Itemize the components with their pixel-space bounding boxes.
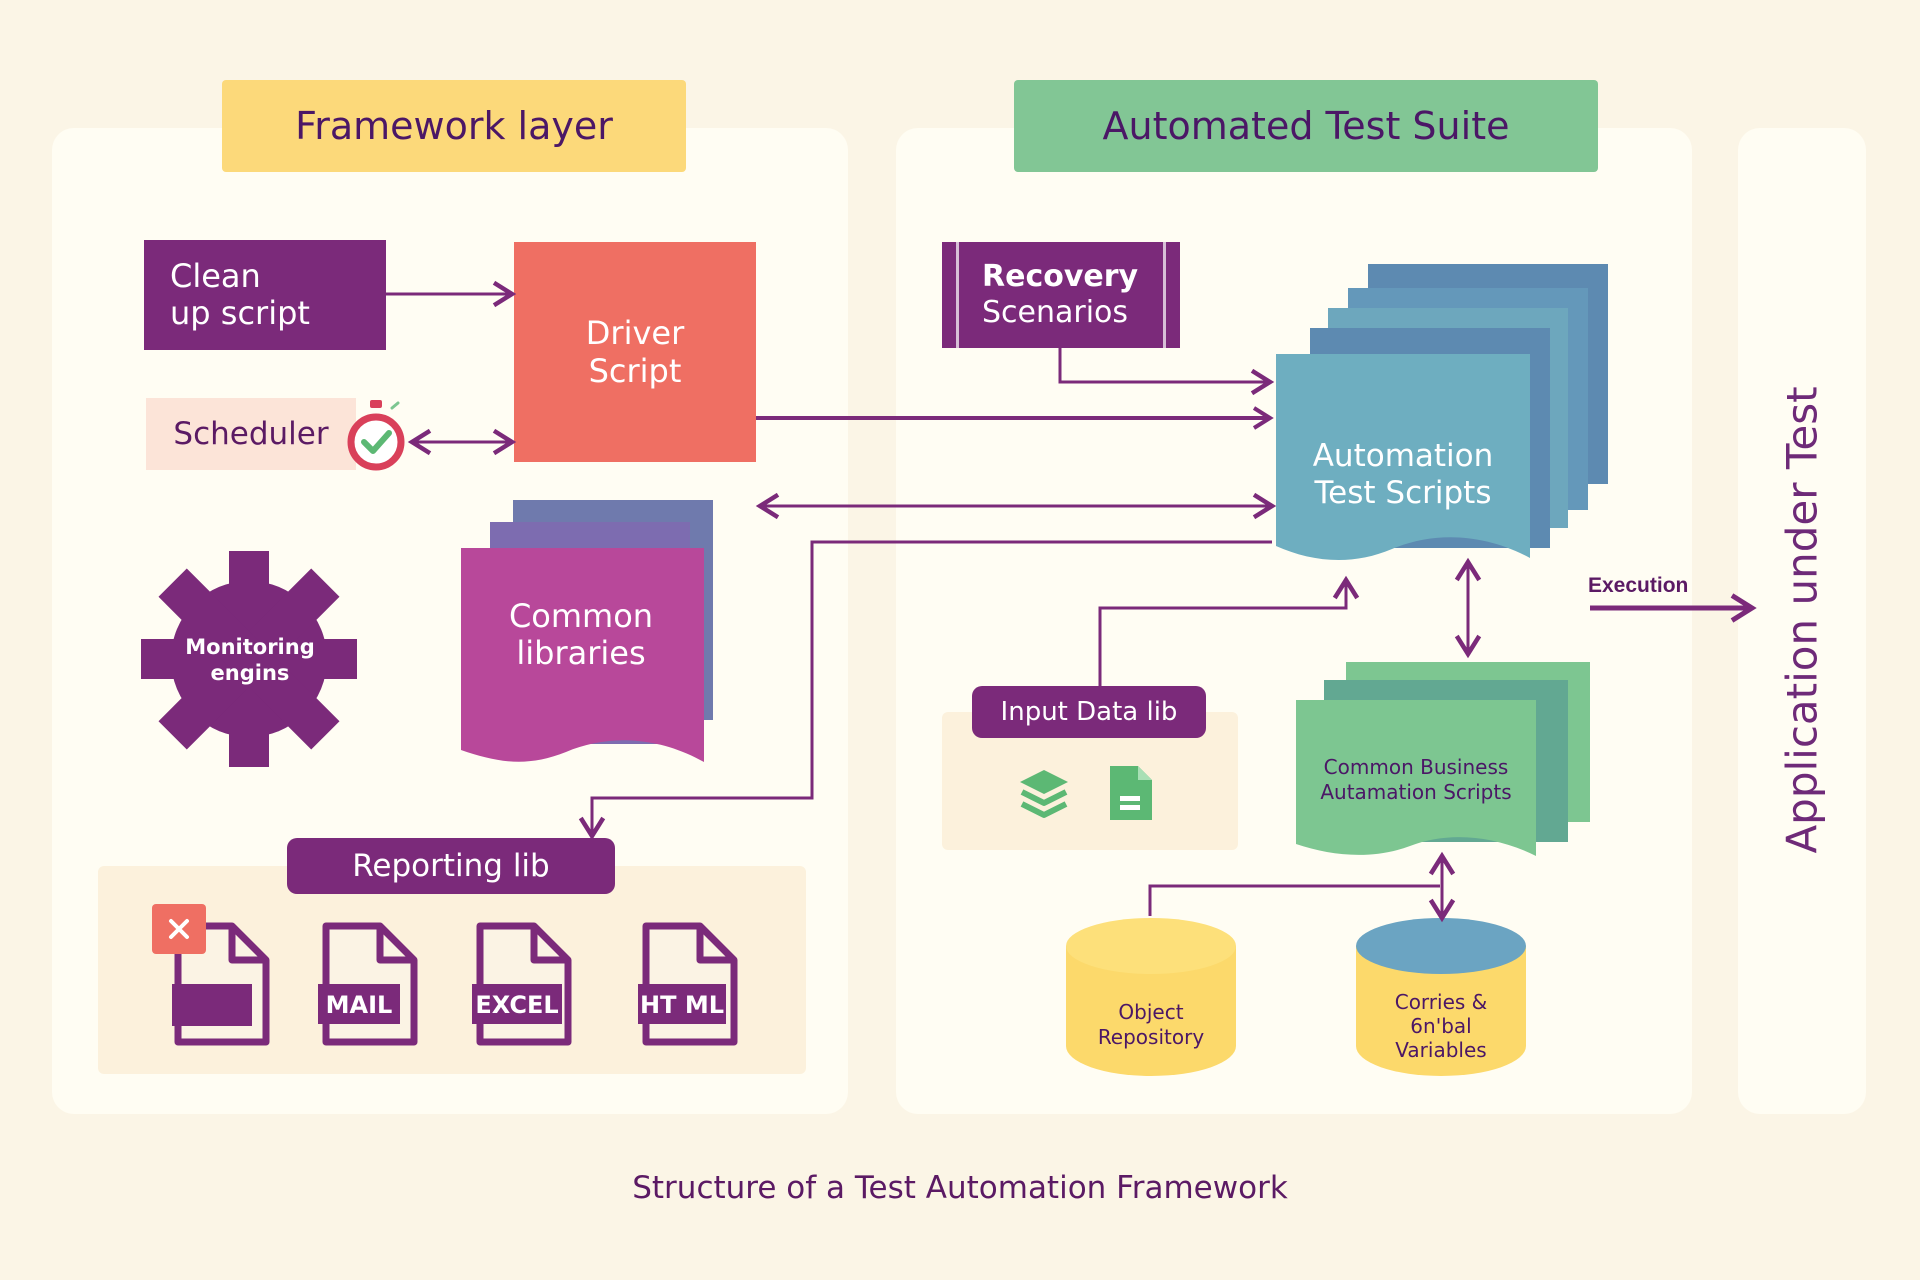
- html-file-icon: HT ML: [638, 922, 738, 1046]
- stopwatch-check-icon: [347, 400, 405, 471]
- excel-file-label: EXCEL: [475, 991, 558, 1019]
- scheduler-label: Scheduler: [173, 416, 329, 452]
- common-libraries-box[interactable]: Common libraries: [461, 560, 701, 710]
- error-report-file-icon: [152, 904, 270, 1046]
- clean-up-script-label: Clean up script: [170, 257, 310, 332]
- business-scripts-stack: [1296, 662, 1590, 856]
- mail-file-icon: MAIL: [318, 922, 418, 1046]
- common-libraries-stack: [461, 500, 713, 762]
- html-file-label: HT ML: [640, 991, 724, 1019]
- inputdata-to-scripts-arrow: [1098, 575, 1360, 686]
- monitoring-engine-label-wrap: Monitoring engins: [160, 614, 340, 706]
- document-icon: [1110, 766, 1152, 820]
- layers-icon: [1020, 770, 1068, 818]
- object-repository-label: Object Repository: [1097, 1000, 1205, 1049]
- diagram-caption: Structure of a Test Automation Framework: [632, 1170, 1288, 1206]
- business-scripts-box[interactable]: Common Business Autamation Scripts: [1296, 730, 1536, 830]
- excel-file-icon: EXCEL: [472, 922, 572, 1046]
- recovery-left-bar: [956, 242, 959, 348]
- driver-script-label: Driver Script: [585, 314, 685, 390]
- mail-file-label: MAIL: [326, 991, 393, 1019]
- common-libraries-label: Common libraries: [508, 597, 654, 672]
- driver-script-box[interactable]: Driver Script: [514, 242, 756, 462]
- scheduler-box[interactable]: Scheduler: [146, 398, 356, 470]
- automation-test-scripts-box[interactable]: Automation Test Scripts: [1276, 400, 1530, 550]
- clean-up-script-box[interactable]: Clean up script: [144, 240, 386, 350]
- scripts-to-reporting-arrow: [578, 540, 1272, 841]
- input-data-lib-pill[interactable]: Input Data lib: [972, 686, 1206, 738]
- business-scripts-label: Common Business Autamation Scripts: [1320, 755, 1512, 804]
- repo-to-business-line: [1148, 884, 1440, 916]
- object-repository-box[interactable]: Object Repository: [1066, 990, 1236, 1060]
- automated-test-suite-header: Automated Test Suite: [1014, 80, 1598, 172]
- monitoring-engine-label: Monitoring engins: [185, 635, 315, 685]
- aut-panel: [1738, 128, 1866, 1114]
- recovery-scenarios-box[interactable]: Recovery Scenarios: [942, 242, 1180, 348]
- recovery-subtitle: Scenarios: [982, 295, 1129, 330]
- global-variables-box[interactable]: Corries & 6n'bal Variables: [1356, 986, 1526, 1066]
- framework-layer-header: Framework layer: [222, 80, 686, 172]
- global-variables-label: Corries & 6n'bal Variables: [1394, 990, 1488, 1062]
- recovery-title: Recovery: [982, 259, 1139, 294]
- monitoring-gear-icon: [141, 551, 357, 767]
- recovery-right-bar: [1163, 242, 1166, 348]
- object-repository-cylinder: [1066, 918, 1236, 1076]
- reporting-lib-pill[interactable]: Reporting lib: [287, 838, 615, 894]
- automation-test-scripts-stack: [1276, 264, 1608, 561]
- automation-test-scripts-label: Automation Test Scripts: [1312, 438, 1494, 511]
- execution-label: Execution: [1588, 574, 1689, 597]
- recovery-to-scripts-arrow: [1058, 348, 1275, 396]
- global-variables-cylinder: [1356, 918, 1526, 1076]
